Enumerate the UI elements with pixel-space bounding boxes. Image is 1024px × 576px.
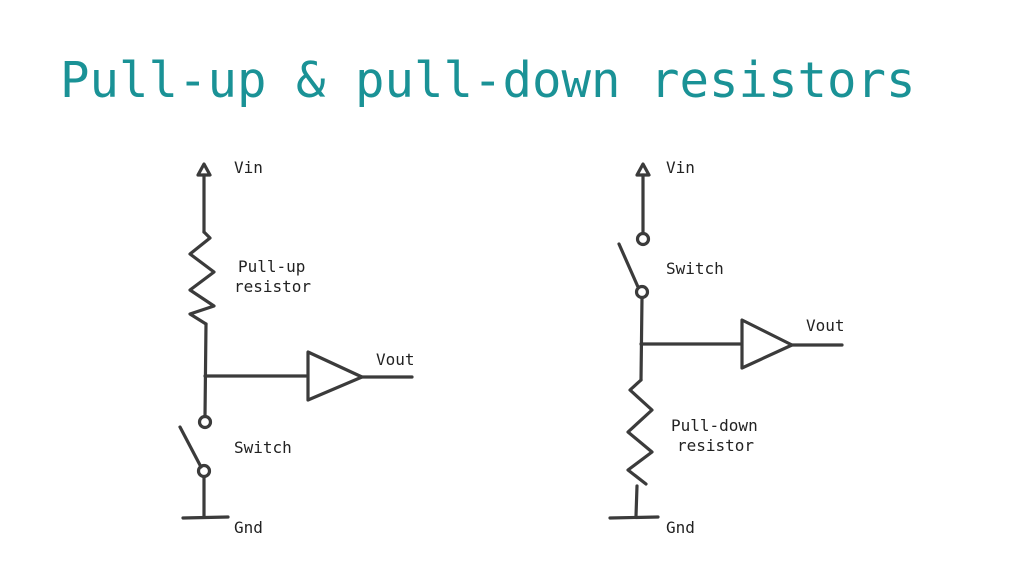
pulldown-resistor-symbol: [626, 378, 654, 486]
page-title: Pull-up & pull-down resistors: [60, 52, 916, 109]
pullup-switch-label: Switch: [234, 438, 292, 457]
pulldown-ground-wire: [634, 484, 639, 518]
pullup-circuit: Vin Pull-up resistor Vout Switch Gnd: [178, 158, 415, 537]
pullup-ground-symbol: [181, 515, 230, 520]
pullup-switch-top-contact: [197, 414, 213, 430]
pulldown-gnd-label: Gnd: [666, 518, 695, 537]
pulldown-resistor-label-line2: resistor: [677, 436, 754, 455]
pullup-resistor-symbol: [188, 230, 216, 326]
pullup-vin-terminal: [196, 162, 212, 177]
pullup-vin-label: Vin: [234, 158, 263, 177]
pullup-gnd-label: Gnd: [234, 518, 263, 537]
pulldown-resistor-label-line1: Pull-down: [671, 416, 758, 435]
pulldown-node-wire: [639, 296, 644, 382]
pullup-resistor-label-line1: Pull-up: [238, 257, 305, 276]
pulldown-vin-label: Vin: [666, 158, 695, 177]
pullup-node-wire: [203, 322, 208, 418]
pullup-switch-bottom-contact: [196, 463, 212, 479]
pullup-vout-label: Vout: [376, 350, 415, 369]
pullup-buffer-symbol: [306, 350, 364, 402]
pulldown-vin-terminal: [635, 162, 651, 177]
pulldown-buffer-symbol: [740, 318, 794, 370]
pulldown-switch-top-contact: [635, 231, 651, 247]
pullup-resistor-label-line2: resistor: [234, 277, 311, 296]
pulldown-circuit: Vin Switch Vout Pull-down resistor Gnd: [608, 158, 845, 537]
pulldown-vout-label: Vout: [806, 316, 845, 335]
pulldown-switch-label: Switch: [666, 259, 724, 278]
pullup-switch-lever: [178, 425, 203, 469]
pulldown-ground-symbol: [608, 515, 660, 520]
pulldown-switch-lever: [617, 242, 640, 289]
pulldown-switch-bottom-contact: [634, 284, 650, 300]
